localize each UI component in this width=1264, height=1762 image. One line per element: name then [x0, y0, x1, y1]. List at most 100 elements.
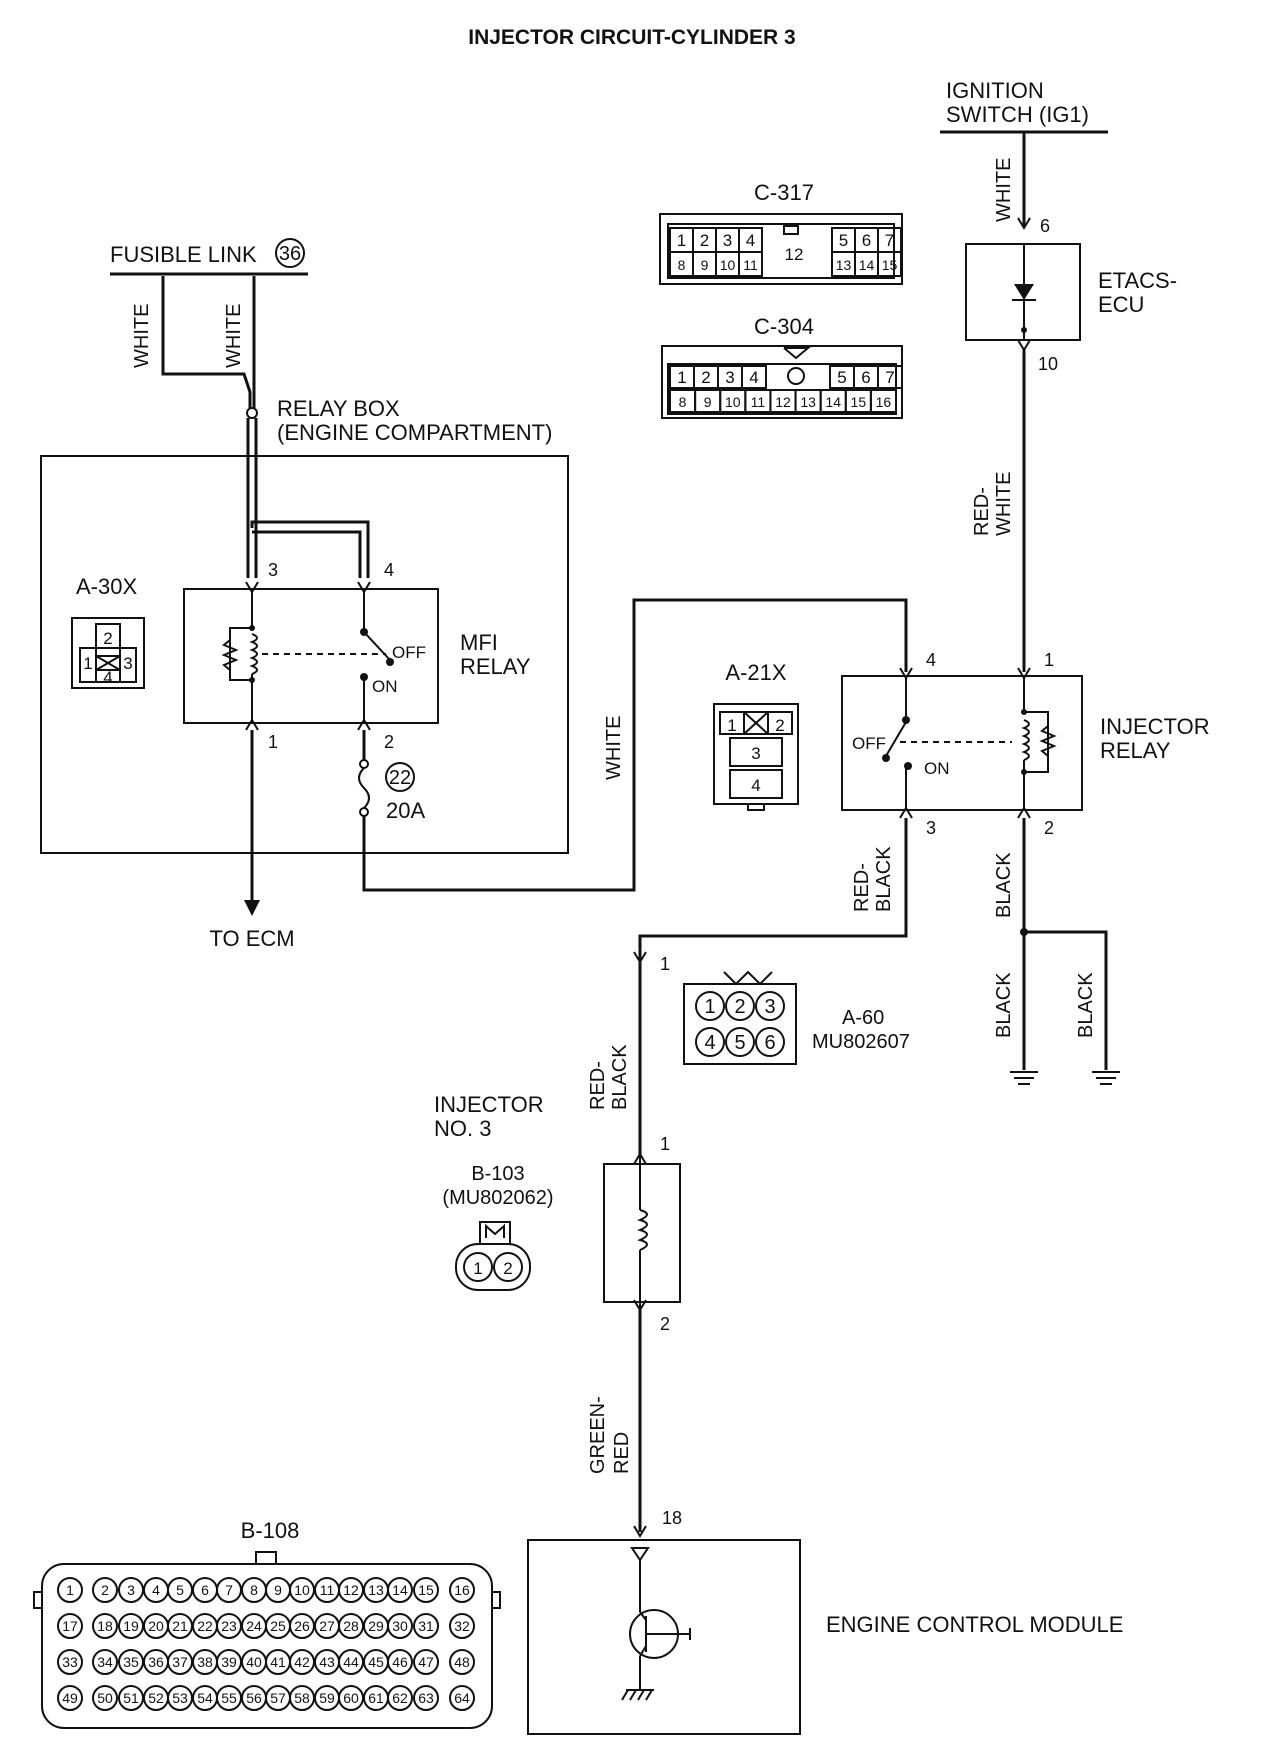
svg-text:5: 5: [839, 231, 848, 250]
svg-text:4: 4: [751, 776, 760, 795]
svg-text:1: 1: [473, 1259, 482, 1278]
svg-text:40: 40: [246, 1654, 262, 1670]
svg-text:44: 44: [343, 1654, 359, 1670]
fusible-link-number-circle: [275, 238, 305, 268]
svg-text:4: 4: [746, 231, 755, 250]
svg-text:45: 45: [368, 1654, 384, 1670]
etacs-pin-6: 6: [1040, 216, 1050, 236]
svg-text:32: 32: [454, 1618, 470, 1634]
svg-text:10: 10: [294, 1582, 310, 1598]
ground-wires: [1010, 818, 1120, 1085]
inj-relay-pin-2: 2: [1044, 818, 1054, 838]
svg-text:60: 60: [343, 1690, 359, 1706]
wire-color-black-2: BLACK: [993, 972, 1015, 1038]
svg-text:2: 2: [734, 996, 745, 1018]
svg-text:MU802607: MU802607: [812, 1031, 910, 1053]
mfi-pin-1: 1: [268, 732, 278, 752]
svg-text:11: 11: [751, 394, 766, 410]
fusible-link-group: FUSIBLE LINK 36: [110, 238, 308, 276]
injector-label-line1: INJECTOR: [434, 1092, 544, 1117]
etacs-pin-10: 10: [1038, 354, 1058, 374]
mfi-pin-2: 2: [384, 732, 394, 752]
svg-text:15: 15: [851, 394, 867, 410]
injector-relay-box: [841, 675, 1083, 811]
svg-text:C-317: C-317: [754, 180, 814, 205]
svg-text:58: 58: [294, 1690, 310, 1706]
wire-color-red-black-2: BLACK: [873, 846, 895, 912]
b103-connector: 1 2: [455, 1221, 531, 1291]
fuse-22: [358, 598, 908, 892]
wire-color-black-3: BLACK: [1075, 972, 1097, 1038]
svg-text:4: 4: [103, 668, 112, 687]
wire-injector-relay-to-injector: [633, 818, 908, 1158]
svg-text:25: 25: [270, 1618, 286, 1634]
svg-text:52: 52: [148, 1690, 164, 1706]
svg-text:9: 9: [274, 1582, 282, 1598]
svg-text:15: 15: [418, 1582, 434, 1598]
etacs-diode: [1012, 244, 1036, 352]
svg-text:22: 22: [197, 1618, 213, 1634]
svg-text:20: 20: [148, 1618, 164, 1634]
mfi-relay-box: [183, 588, 439, 724]
relay-box-label-line2: (ENGINE COMPARTMENT): [277, 420, 552, 445]
svg-text:6: 6: [764, 1032, 775, 1054]
ecm-pin-18: 18: [662, 1508, 682, 1528]
mfi-on-label: ON: [372, 677, 398, 696]
svg-text:13: 13: [800, 394, 816, 410]
svg-text:14: 14: [859, 257, 875, 273]
wire-color-red-white-2: WHITE: [993, 472, 1015, 536]
ecm-label: ENGINE CONTROL MODULE: [826, 1612, 1123, 1637]
svg-text:19: 19: [123, 1618, 139, 1634]
mfi-relay-feed-wires: [246, 418, 370, 578]
svg-text:3: 3: [127, 1582, 135, 1598]
svg-text:9: 9: [704, 394, 712, 410]
fuse-number-circle: [385, 762, 415, 792]
inj-relay-on-label: ON: [924, 759, 950, 778]
relay-box-outline: [40, 455, 569, 854]
inj-relay-off-label: OFF: [852, 734, 886, 753]
svg-text:61: 61: [368, 1690, 384, 1706]
svg-text:A-21X: A-21X: [725, 660, 786, 685]
svg-text:43: 43: [319, 1654, 335, 1670]
svg-text:53: 53: [172, 1690, 188, 1706]
fuse-rating: 20A: [386, 798, 425, 823]
svg-text:27: 27: [319, 1618, 335, 1634]
svg-text:7: 7: [885, 231, 894, 250]
svg-text:1: 1: [677, 231, 686, 250]
svg-text:3: 3: [764, 996, 775, 1018]
svg-text:57: 57: [270, 1690, 286, 1706]
svg-text:A-60: A-60: [842, 1007, 884, 1029]
svg-text:5: 5: [176, 1582, 184, 1598]
mfi-off-label: OFF: [392, 643, 426, 662]
svg-text:5: 5: [734, 1032, 745, 1054]
diagram-title: INJECTOR CIRCUIT-CYLINDER 3: [468, 26, 795, 49]
mfi-relay-label-line1: MFI: [460, 630, 498, 655]
fusible-link-wires: [161, 276, 258, 419]
svg-text:6: 6: [201, 1582, 209, 1598]
svg-text:63: 63: [418, 1690, 434, 1706]
wire-color-white-fl-2: WHITE: [223, 304, 245, 368]
svg-text:14: 14: [825, 394, 841, 410]
wire-color-red-white-1: RED-: [971, 487, 993, 536]
a60-pin-1: 1: [660, 954, 670, 974]
svg-text:29: 29: [368, 1618, 384, 1634]
svg-text:2: 2: [103, 629, 112, 648]
svg-text:13: 13: [836, 257, 852, 273]
svg-text:16: 16: [876, 394, 892, 410]
svg-text:2: 2: [101, 1582, 109, 1598]
svg-text:47: 47: [418, 1654, 434, 1670]
svg-text:56: 56: [246, 1690, 262, 1706]
svg-text:39: 39: [221, 1654, 237, 1670]
b103-label-line1: B-103: [471, 1163, 524, 1185]
svg-text:7: 7: [885, 368, 894, 387]
injector-coil: [633, 1152, 648, 1312]
mfi-relay-coil: [221, 592, 258, 720]
svg-text:17: 17: [62, 1618, 78, 1634]
svg-text:4: 4: [749, 368, 758, 387]
injector-relay-switch: [882, 678, 1012, 808]
svg-text:54: 54: [197, 1690, 213, 1706]
svg-text:5: 5: [837, 368, 846, 387]
